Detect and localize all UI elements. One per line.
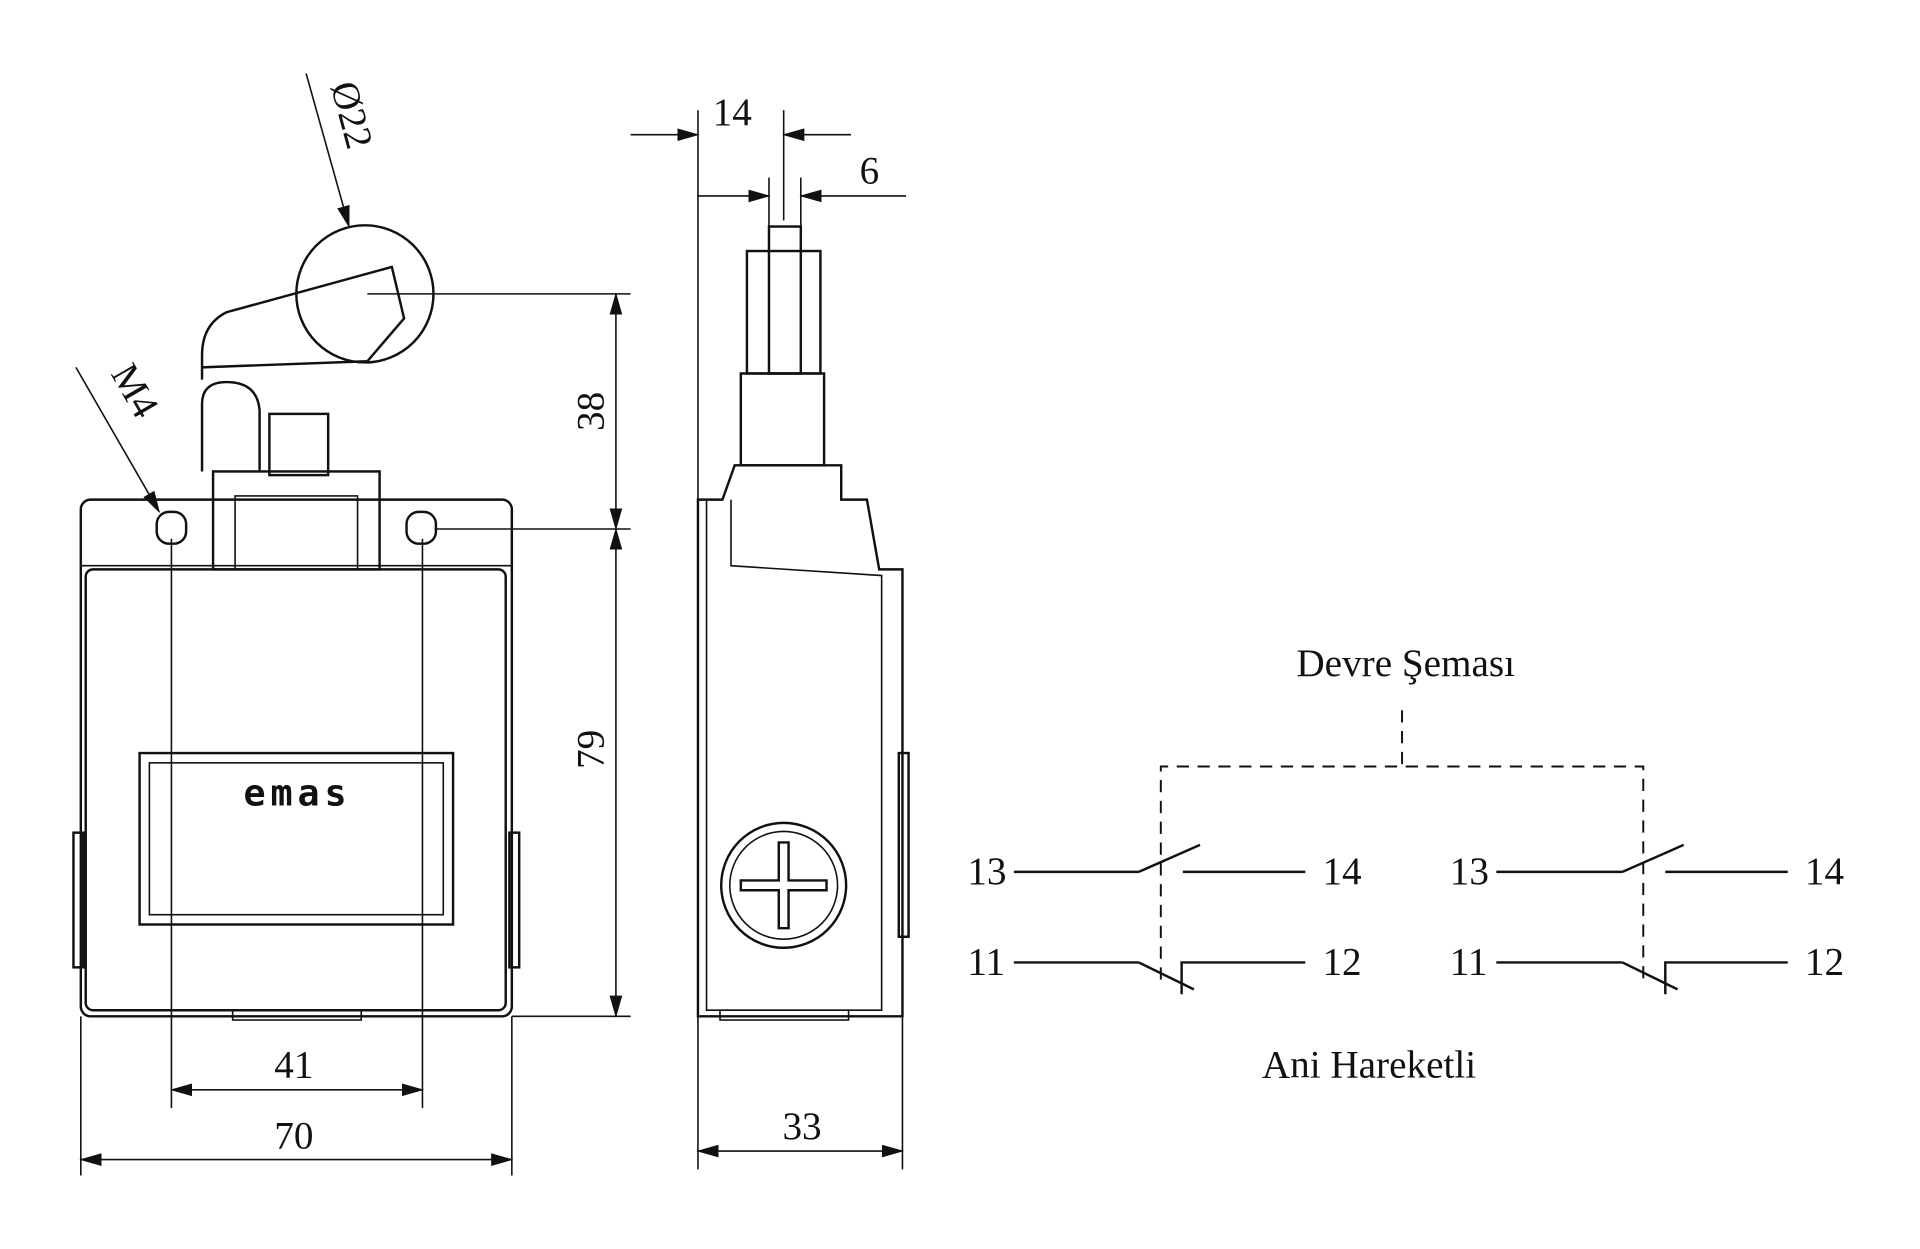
terminal-13: 13	[967, 850, 1006, 893]
dim-roller-diameter: Ø22	[322, 77, 381, 153]
circuit-diagram: Devre Şeması Ani Hareketli 13 14 11 12 1…	[967, 642, 1844, 1087]
terminal-11: 11	[967, 941, 1005, 984]
contact-block-2: 13 14 11 12	[1450, 843, 1844, 995]
terminal-13: 13	[1450, 850, 1489, 893]
contact-block-1: 13 14 11 12	[967, 843, 1362, 995]
dim-hole-spacing: 41	[274, 1044, 313, 1087]
dim-lever-height: 38	[570, 392, 613, 431]
terminal-12: 12	[1805, 941, 1844, 984]
terminal-14: 14	[1805, 850, 1844, 893]
circuit-subtitle: Ani Hareketli	[1262, 1044, 1476, 1087]
logo-emas: emas	[244, 772, 352, 815]
dim-body-height: 79	[570, 730, 613, 769]
terminal-14: 14	[1322, 850, 1361, 893]
dim-lever-width: 14	[713, 91, 752, 134]
terminal-11: 11	[1450, 941, 1488, 984]
dim-roller-width: 6	[860, 150, 880, 193]
front-view: emas 41 70 38 79 Ø22 M4	[72, 73, 631, 1176]
dim-width: 70	[274, 1115, 313, 1158]
dim-thread: M4	[102, 356, 166, 425]
circuit-title: Devre Şeması	[1296, 642, 1515, 685]
terminal-12: 12	[1322, 941, 1361, 984]
dim-depth: 33	[782, 1105, 821, 1148]
side-view: 14 6 33	[630, 91, 910, 1170]
